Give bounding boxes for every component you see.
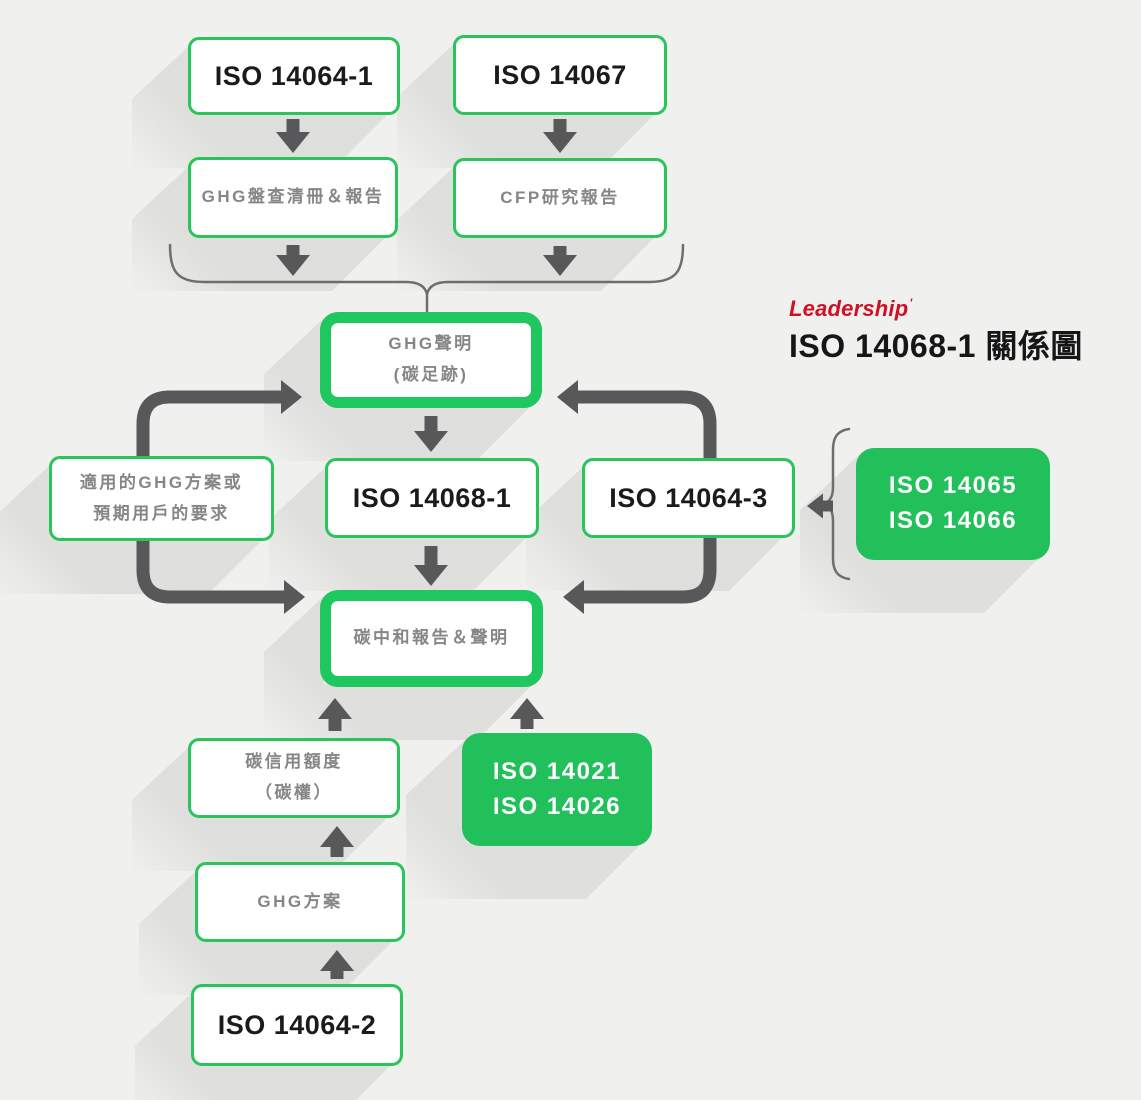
node-applicable-requirements: 適用的GHG方案或 預期用戶的要求 xyxy=(49,456,274,541)
node-label: ISO 14067 xyxy=(493,59,627,90)
merge-bracket-right xyxy=(425,243,685,296)
node-shadow xyxy=(132,163,388,291)
node-iso-14067: ISO 14067 xyxy=(453,35,667,115)
leadership-logo: Leadership' xyxy=(789,296,1083,322)
node-label: ISO 14064-1 xyxy=(214,60,374,91)
node-label-line1: 適用的GHG方案或 xyxy=(79,472,244,492)
node-shadow xyxy=(269,464,529,591)
node-carbon-neutrality-report: 碳中和報告＆聲明 xyxy=(320,590,543,687)
node-carbon-credit: 碳信用額度 （碳權） xyxy=(188,738,400,818)
node-shadow xyxy=(264,318,532,461)
node-label-line2: 預期用戶的要求 xyxy=(93,503,230,523)
node-label: ISO 14068-1 xyxy=(352,482,512,513)
node-label: GHG方案 xyxy=(257,891,343,911)
node-ghg-programme: GHG方案 xyxy=(195,862,405,942)
node-label: CFP研究報告 xyxy=(500,187,620,207)
title-block: Leadership' ISO 14068-1 關係圖 xyxy=(789,296,1083,365)
node-label-line2: ISO 14026 xyxy=(492,792,622,820)
node-label-line2: ISO 14066 xyxy=(888,507,1018,534)
node-label-line2: （碳權） xyxy=(255,783,333,802)
node-iso-14064-1: ISO 14064-1 xyxy=(188,37,400,115)
node-iso-14021-14026: ISO 14021 ISO 14026 xyxy=(462,733,652,846)
node-label: GHG盤查清冊＆報告 xyxy=(201,187,385,207)
node-label-line1: GHG聲明 xyxy=(388,334,474,354)
node-shadow xyxy=(397,41,657,168)
node-label: 碳中和報告＆聲明 xyxy=(353,628,510,648)
node-iso-14064-3: ISO 14064-3 xyxy=(582,458,795,538)
node-iso-14065-14066: ISO 14065 ISO 14066 xyxy=(856,448,1050,560)
node-iso-14068-1: ISO 14068-1 xyxy=(325,458,539,538)
node-label: ISO 14064-3 xyxy=(609,482,768,513)
logo-mark: ' xyxy=(909,296,913,310)
node-shadow xyxy=(526,464,785,591)
merge-bracket-left xyxy=(168,243,429,313)
node-label-line1: ISO 14021 xyxy=(492,757,622,785)
node-ghg-inventory-report: GHG盤查清冊＆報告 xyxy=(188,157,398,238)
node-shadow xyxy=(0,462,264,594)
node-label-line1: ISO 14065 xyxy=(888,472,1018,500)
diagram-title: ISO 14068-1 關係圖 xyxy=(789,328,1083,365)
node-shadow xyxy=(132,43,390,168)
node-shadow xyxy=(135,990,393,1100)
node-iso-14064-2: ISO 14064-2 xyxy=(191,984,403,1066)
node-cfp-study-report: CFP研究報告 xyxy=(453,158,667,238)
node-label-line2: (碳足跡) xyxy=(393,365,469,384)
node-label: ISO 14064-2 xyxy=(217,1009,377,1040)
node-shadow xyxy=(397,164,657,291)
logo-text: Leadership xyxy=(789,296,909,321)
arrow-applicable-to-statement-icon xyxy=(136,380,302,458)
arrow-iso14064-3-to-statement-icon xyxy=(557,380,717,458)
node-ghg-statement: GHG聲明 (碳足跡) xyxy=(320,312,542,408)
node-label-line1: 碳信用額度 xyxy=(245,752,343,772)
arrow-applicable-to-neutrality-icon xyxy=(136,539,305,614)
arrow-iso14064-3-to-neutrality-icon xyxy=(563,537,717,614)
